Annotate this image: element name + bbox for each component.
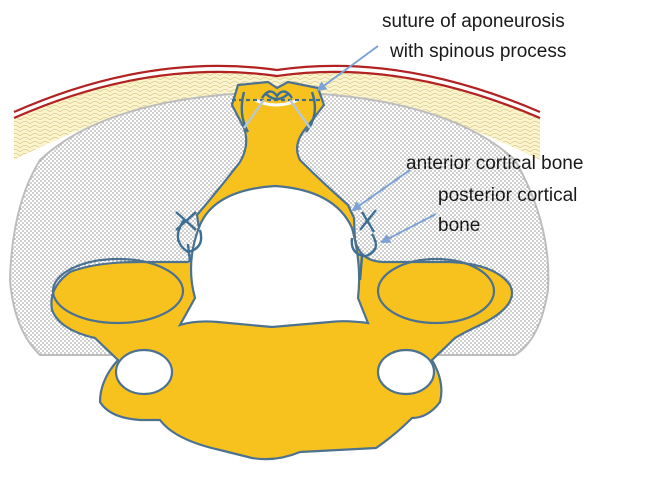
- suture-left-diagonal: [243, 99, 265, 129]
- skin-layer-outer: [13, 64, 541, 114]
- arrow-anterior-cortical-bone: [351, 169, 411, 212]
- spinal-canal: [177, 184, 370, 329]
- label-anterior-cortical-bone: anterior cortical bone: [406, 153, 584, 174]
- left-transverse-process: [51, 257, 185, 325]
- suture-right-diagonal: [289, 99, 311, 129]
- arrow-suture-of-aponeurosis: [316, 45, 379, 92]
- right-foramen: [376, 348, 436, 396]
- spinous-process-suture-arc: [254, 98, 299, 107]
- suture-left-strand: [240, 91, 250, 133]
- label-posterior-line1: posterior cortical: [438, 185, 578, 206]
- right-lamina-suture: [350, 209, 378, 281]
- suture-knot: [261, 90, 293, 101]
- left-lamina-suture: [175, 211, 203, 263]
- left-foramen: [114, 348, 174, 396]
- label-suture-line1: suture of aponeurosis: [382, 11, 565, 32]
- right-transverse-process: [376, 257, 496, 325]
- label-posterior-line2: bone: [438, 215, 481, 236]
- skin-layer-inner: [13, 70, 541, 120]
- arrow-posterior-cortical-bone: [380, 213, 437, 243]
- label-suture-line2: with spinous process: [390, 41, 567, 62]
- subcutaneous-fat-layer: [14, 71, 540, 160]
- suture-right-strand: [305, 91, 317, 133]
